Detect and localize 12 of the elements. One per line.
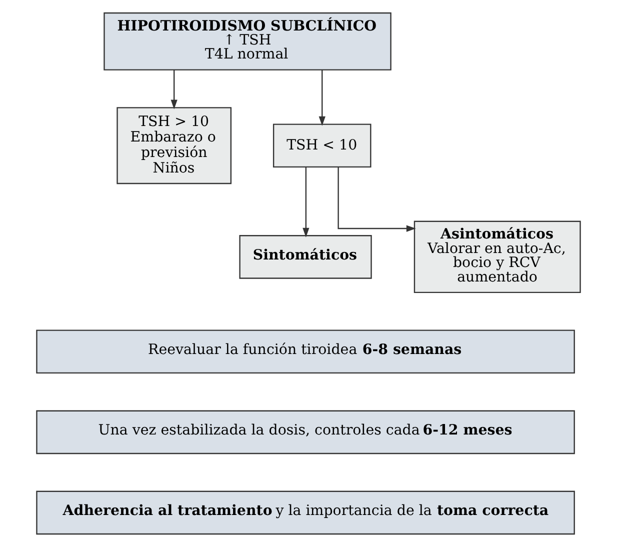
node-box: Asintomáticos Valorar en auto-Ac, bocio y RCV aumentado — [414, 220, 581, 294]
node-box: HIPOTIROIDISMO SUBCLÍNICO ↑ TSH T4L normal — [104, 12, 392, 70]
node-box: Reevaluar la función tiroidea 6-8 semanas — [36, 330, 575, 374]
arrow — [302, 167, 310, 238]
arrow — [338, 166, 416, 232]
node-box: Una vez estabilizada la dosis, controles cada 6-12 meses — [36, 410, 575, 454]
node-box: Adherencia al tratamiento y la importancia de la toma correcta — [36, 490, 575, 535]
node-box: Sintomáticos — [239, 235, 372, 279]
arrow — [170, 70, 178, 110]
node-box: TSH < 10 — [272, 124, 372, 168]
node-box: TSH > 10 Embarazo o previsión Niños — [116, 107, 232, 184]
arrow — [318, 70, 326, 126]
